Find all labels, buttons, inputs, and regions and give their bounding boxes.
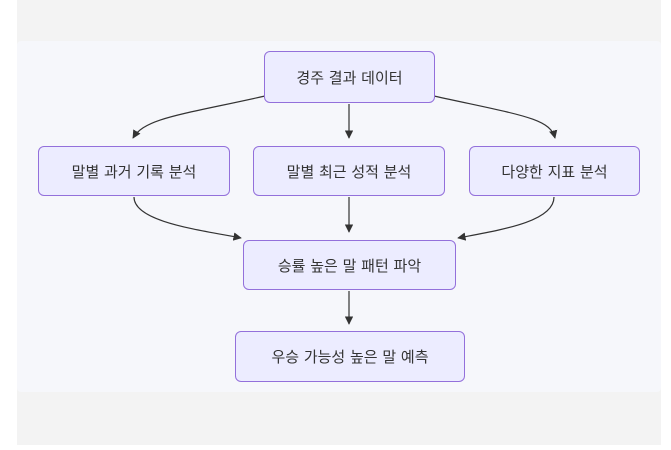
node-various-metrics-analysis: 다양한 지표 분석: [469, 146, 640, 196]
node-label: 다양한 지표 분석: [501, 162, 608, 181]
edge-various-metrics-to-win-patterns: [457, 196, 555, 241]
node-label: 우승 가능성 높은 말 예측: [271, 348, 429, 366]
edge-past-records-to-win-patterns: [133, 196, 242, 241]
node-label: 말별 과거 기록 분석: [71, 162, 197, 181]
node-winner-prediction: 우승 가능성 높은 말 예측: [235, 331, 465, 382]
node-recent-results-analysis: 말별 최근 성적 분석: [253, 146, 445, 196]
node-label: 승률 높은 말 패턴 파악: [277, 256, 422, 275]
node-label: 경주 결과 데이터: [296, 68, 403, 87]
node-label: 말별 최근 성적 분석: [286, 162, 412, 181]
edge-race-results-to-various-metrics: [433, 95, 558, 139]
edge-race-results-to-past-records: [132, 95, 266, 139]
node-win-pattern-identification: 승률 높은 말 패턴 파악: [243, 240, 456, 290]
node-past-records-analysis: 말별 과거 기록 분석: [38, 146, 230, 196]
node-race-results: 경주 결과 데이터: [264, 51, 435, 103]
